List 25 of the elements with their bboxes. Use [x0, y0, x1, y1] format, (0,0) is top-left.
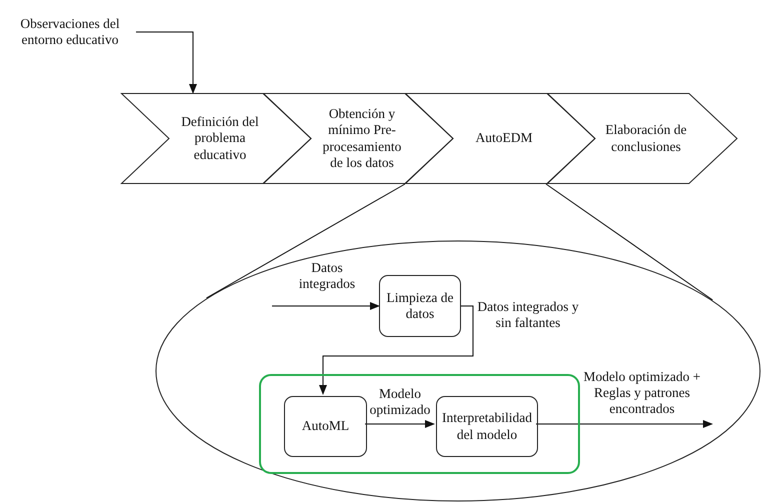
process-box [436, 396, 538, 457]
node-label: Limpieza de datos [385, 290, 455, 322]
edge-label: Modelo optimizado [368, 386, 432, 418]
connector-line [206, 184, 406, 298]
node-label: Elaboración de conclusiones [604, 122, 688, 155]
arrow [136, 32, 197, 94]
node-label: Observaciones del entorno educativo [19, 16, 121, 48]
process-box [284, 396, 367, 457]
node-label: Definición del problema educativo [180, 114, 260, 163]
arrow [272, 302, 380, 310]
arrow [364, 420, 435, 428]
arrow [536, 420, 713, 428]
arrow [319, 306, 474, 395]
node-label: AutoML [302, 418, 350, 435]
connector-line [546, 184, 714, 300]
edge-label: Datos integrados [298, 260, 356, 292]
process-box [379, 275, 461, 337]
node-label: Obtención y mínimo Pre-procesamiento de los datos [322, 106, 402, 171]
node-label: AutoEDM [476, 130, 532, 147]
process-step [547, 93, 737, 184]
group-box [259, 374, 580, 474]
zoom-ellipse [155, 240, 761, 502]
edge-label: Modelo optimizado + Reglas y patrones encontrados [582, 369, 702, 418]
edge-label: Datos integrados y sin faltantes [476, 299, 580, 332]
node-label: Interpretabilidad del modelo [441, 410, 533, 443]
